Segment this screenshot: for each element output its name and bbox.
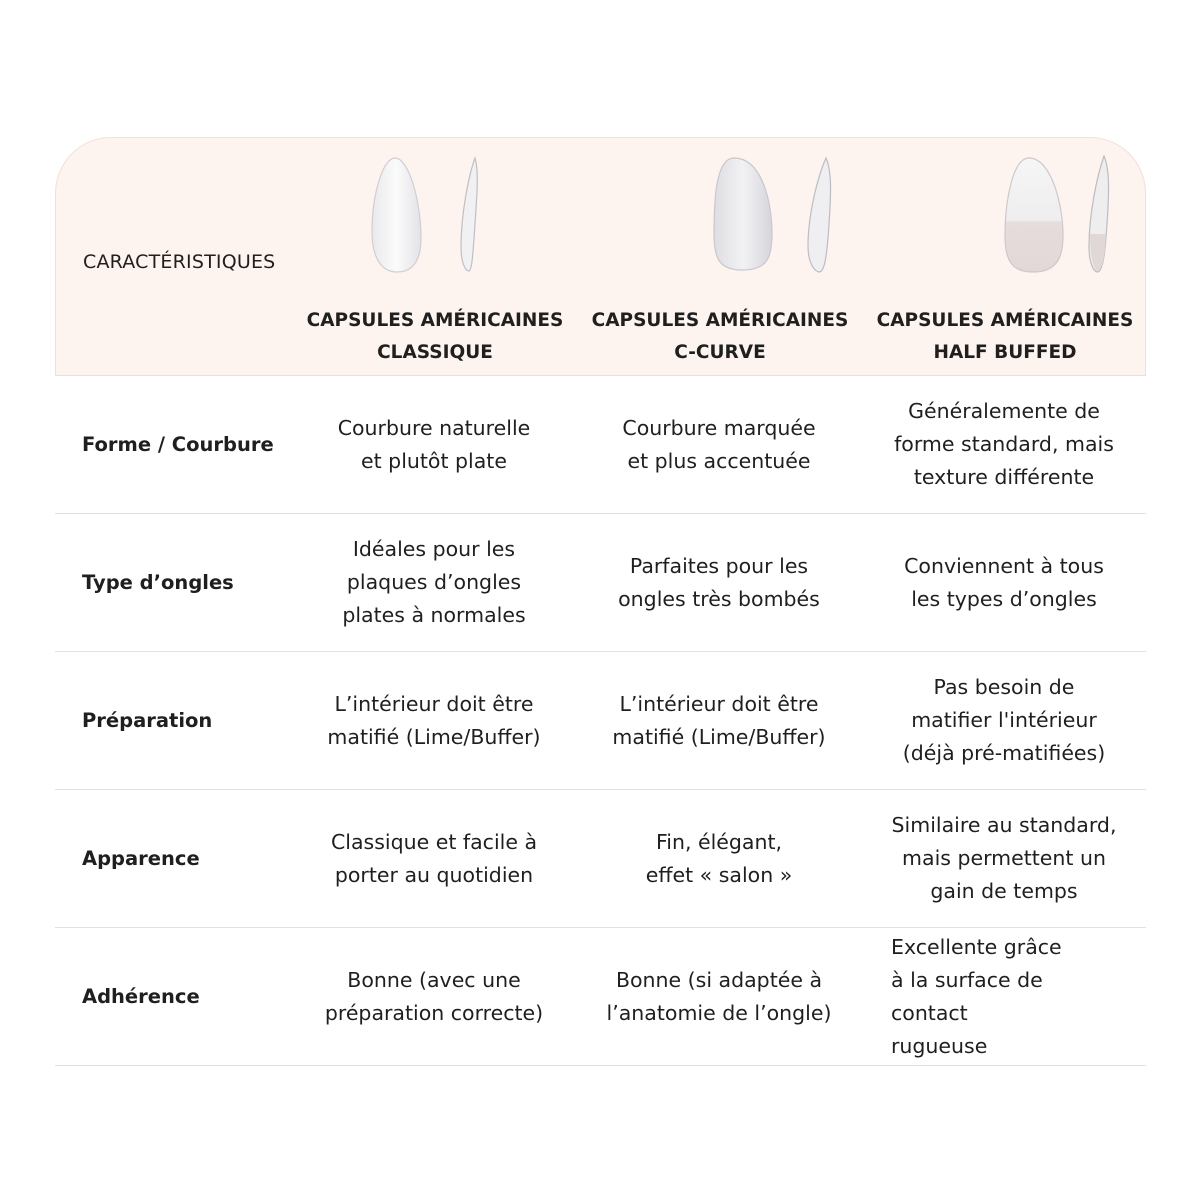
table-cell: L’intérieur doit être matifié (Lime/Buff… bbox=[612, 691, 826, 749]
row-label: Forme / Courbure bbox=[82, 433, 274, 456]
nail-tip-c-curve-image bbox=[713, 156, 832, 273]
header-label: CARACTÉRISTIQUES bbox=[83, 251, 276, 273]
table-cell: Fin, élégant, effet « salon » bbox=[645, 829, 793, 887]
table-cell: Généralemente de forme standard, mais te… bbox=[894, 399, 1114, 489]
table-header: CARACTÉRISTIQUES CAPSULES AMÉRICAINES CL… bbox=[55, 137, 1146, 375]
comparison-table: CARACTÉRISTIQUES CAPSULES AMÉRICAINES CL… bbox=[55, 137, 1146, 1066]
table-row-preparation: Préparation L’intérieur doit être matifi… bbox=[55, 651, 1146, 789]
table-row-forme: Forme / Courbure Courbure naturelle et p… bbox=[55, 375, 1146, 513]
header-column-c-curve: CAPSULES AMÉRICAINES C-CURVE bbox=[582, 138, 858, 376]
nail-tip-half-buffed-image bbox=[1004, 154, 1110, 273]
table-row-adherence: Adhérence Bonne (avec une préparation co… bbox=[55, 927, 1146, 1066]
table-cell: Pas besoin de matifier l'intérieur (déjà… bbox=[902, 675, 1106, 765]
table-cell: L’intérieur doit être matifié (Lime/Buff… bbox=[327, 691, 541, 749]
row-label: Apparence bbox=[82, 847, 200, 870]
header-column-classique: CAPSULES AMÉRICAINES CLASSIQUE bbox=[297, 138, 573, 376]
column-title-half-buffed: CAPSULES AMÉRICAINES HALF BUFFED bbox=[876, 310, 1134, 363]
nail-tip-classic-image bbox=[371, 156, 478, 273]
table-cell: Idéales pour les plaques d’ongles plates… bbox=[342, 537, 526, 627]
table-cell: Similaire au standard, mais permettent u… bbox=[891, 813, 1117, 903]
table-cell: Courbure marquée et plus accentuée bbox=[622, 415, 816, 473]
table-row-apparence: Apparence Classique et facile à porter a… bbox=[55, 789, 1146, 927]
header-column-half-buffed: CAPSULES AMÉRICAINES HALF BUFFED bbox=[867, 138, 1143, 376]
table-cell: Conviennent à tous les types d’ongles bbox=[904, 553, 1104, 611]
table-cell: Parfaites pour les ongles très bombés bbox=[618, 553, 820, 611]
column-title-c-curve: CAPSULES AMÉRICAINES C-CURVE bbox=[591, 310, 849, 363]
row-label: Type d’ongles bbox=[82, 571, 234, 594]
table-row-type: Type d’ongles Idéales pour les plaques d… bbox=[55, 513, 1146, 651]
table-cell: Excellente grâce à la surface de contact… bbox=[891, 934, 1062, 1058]
table-cell: Courbure naturelle et plutôt plate bbox=[337, 415, 531, 473]
table-cell: Bonne (avec une préparation correcte) bbox=[324, 967, 544, 1025]
column-title-classique: CAPSULES AMÉRICAINES CLASSIQUE bbox=[306, 310, 564, 363]
table-cell: Bonne (si adaptée à l’anatomie de l’ongl… bbox=[606, 967, 832, 1025]
row-label: Préparation bbox=[82, 709, 213, 732]
table-cell: Classique et facile à porter au quotidie… bbox=[330, 829, 538, 887]
row-label: Adhérence bbox=[82, 985, 200, 1008]
